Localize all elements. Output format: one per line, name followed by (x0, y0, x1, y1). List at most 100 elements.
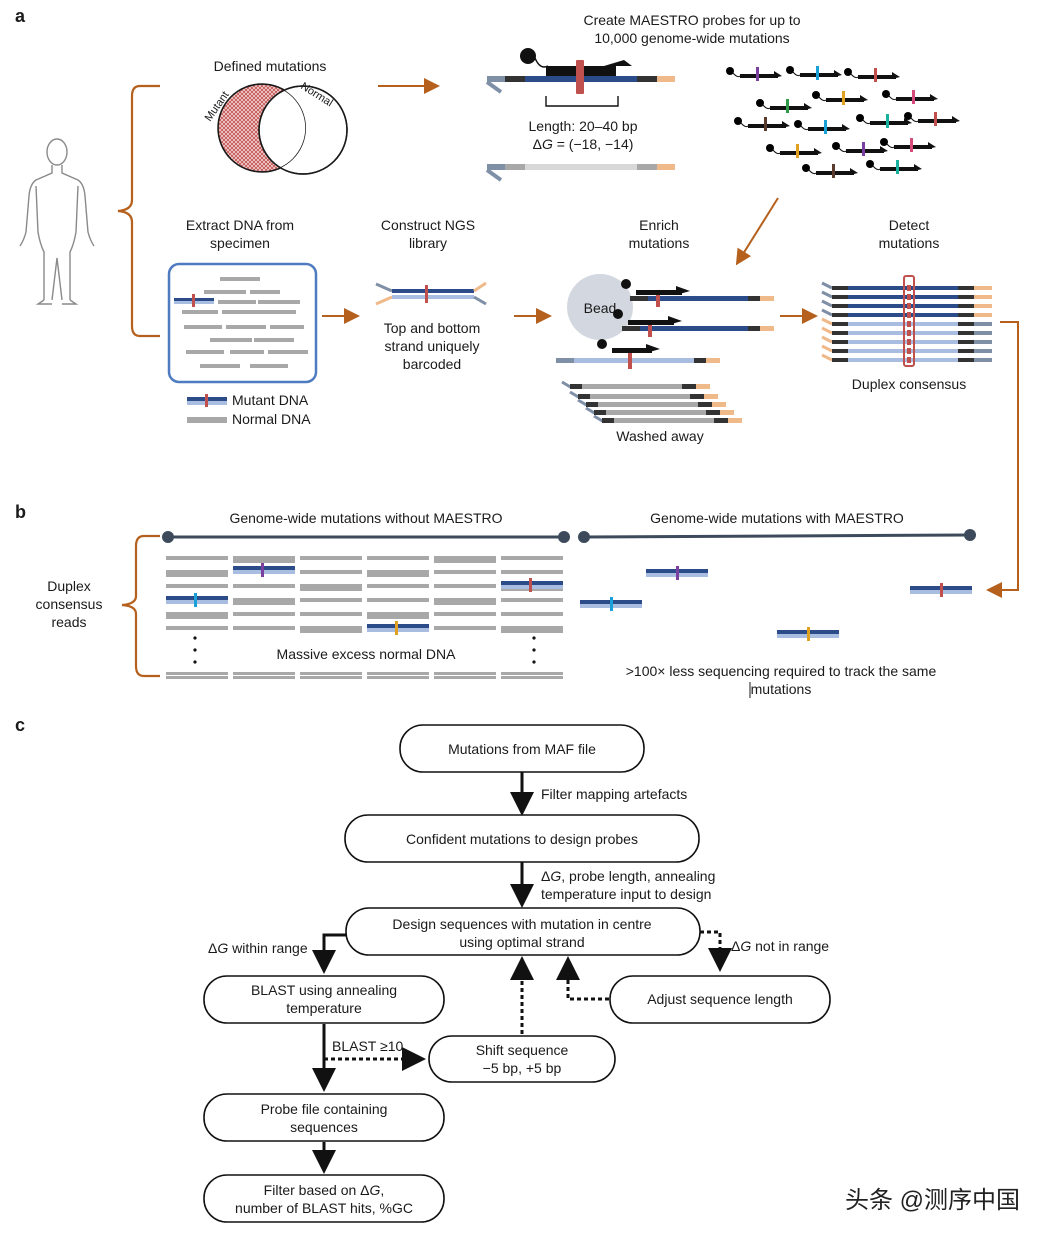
defined-mutations-label: Defined mutations (214, 58, 327, 74)
flowchart-node-design: Design sequences with mutation in centre… (345, 907, 701, 956)
normal-read (367, 612, 429, 619)
legend (187, 394, 227, 423)
probe-mutation-mark (796, 144, 799, 158)
washed-strand (561, 380, 710, 390)
cloud-probe (844, 68, 900, 82)
consensus-read (821, 308, 992, 318)
strand-mutation-mark (628, 352, 632, 369)
normal-read (233, 598, 295, 605)
normal-fragment (186, 350, 224, 354)
input-dg-italic: G (550, 868, 561, 884)
probe-mutation-mark (896, 160, 899, 174)
consensus-barcode-left (832, 358, 848, 362)
consensus-mutation-mark (907, 321, 911, 327)
edge-within-range-label: ΔG within range (208, 940, 308, 956)
specimen-fragments (174, 277, 308, 368)
node-adjust-text: Adjust sequence length (647, 991, 793, 1007)
probe-body (636, 290, 682, 295)
consensus-mutation-mark (907, 294, 911, 300)
consensus-read (821, 335, 992, 345)
bead-label: Bead (584, 300, 617, 316)
washed-away-label: Washed away (616, 428, 703, 444)
washed-barcode-right (706, 410, 720, 415)
probe-anchor (832, 142, 840, 150)
normal-read (300, 598, 362, 602)
reads-with-maestro (580, 566, 972, 641)
consensus-adapter-tail (821, 308, 833, 317)
strand-barcode (748, 326, 760, 331)
washed-strand (593, 414, 742, 424)
node-confident-text: Confident mutations to design probes (406, 831, 638, 847)
probe-anchor (786, 66, 794, 74)
duplex-consensus-label: Duplex consensus (852, 376, 966, 392)
enriched-read-mark (610, 597, 613, 611)
consensus-adapter-right (974, 322, 992, 326)
probe-dg-range: = (−18, −14) (553, 136, 634, 152)
probe-body (628, 320, 674, 325)
cloud-probe (786, 66, 842, 80)
strand-adapter-right (706, 358, 720, 363)
normal-fragment (204, 290, 246, 294)
consensus-adapter-tail (821, 281, 833, 290)
flowchart-node-maf: Mutations from MAF file (399, 724, 645, 773)
consensus-adapter-tail (821, 353, 833, 362)
probe-anchor (726, 67, 734, 75)
normal-read (434, 598, 496, 605)
notin-dg-symbol: Δ (731, 938, 740, 954)
normal-read (166, 556, 228, 560)
normal-read (434, 612, 496, 616)
specimen-dna-frame (167, 262, 318, 384)
node-final-line1: Filter based on ΔG, (264, 1182, 385, 1198)
human-figure (19, 138, 95, 305)
blast-ge-value: 10 (388, 1038, 404, 1054)
cloud-probe (904, 112, 960, 126)
specimen-bracket (117, 84, 160, 338)
enrich-title-line2: mutations (629, 235, 690, 251)
normal-read (233, 612, 295, 616)
consensus-adapter-tail (821, 326, 833, 335)
strand-mutation-mark (648, 320, 652, 337)
mutant-read-mark (529, 578, 532, 592)
normal-read (233, 672, 295, 675)
probe-tail (668, 316, 682, 325)
probe-tail (904, 118, 912, 125)
enriched-strands (556, 279, 774, 369)
strand-adapter-left (622, 326, 640, 331)
washed-barcode-left (570, 384, 582, 389)
consensus-mutation-mark (907, 339, 911, 345)
consensus-barcode-left (832, 286, 848, 290)
create-probes-title-line2: 10,000 genome-wide mutations (594, 30, 789, 46)
strand-body (574, 358, 694, 363)
consensus-read (821, 344, 992, 354)
probe-tail (774, 71, 782, 78)
washed-body (582, 384, 682, 389)
mutant-read (367, 621, 429, 635)
flowchart-node-probe-file: Probe file containing sequences (203, 1093, 445, 1142)
probe-anchor (802, 164, 810, 172)
normal-read (367, 584, 429, 588)
consensus-read (821, 317, 992, 327)
consensus-adapter-tail (821, 290, 833, 299)
ellipsis-dot (532, 648, 536, 652)
normal-fragment (222, 310, 262, 314)
consensus-adapter-right (974, 286, 992, 290)
venn-diagram (217, 83, 348, 175)
edge-blast-ge-label: BLAST ≥10 (332, 1038, 403, 1054)
consensus-barcode-right (958, 322, 974, 326)
normal-read (434, 672, 496, 675)
probe-mutation-mark (832, 164, 835, 178)
cloud-probe (734, 117, 790, 131)
panel-label-c: c (15, 715, 25, 735)
cloud-probe (726, 67, 782, 81)
ellipsis-dot (532, 636, 536, 640)
consensus-barcode-left (832, 322, 848, 326)
legend-mutant-label: Mutant DNA (232, 392, 309, 408)
washed-barcode-right (690, 394, 704, 399)
flowchart-node-shift: Shift sequence −5 bp, +5 bp (428, 1035, 616, 1083)
probe-mutation-mark (886, 114, 889, 128)
washed-adapter-right (696, 384, 710, 389)
consensus-adapter-right (974, 295, 992, 299)
node-design-line2: using optimal strand (459, 934, 584, 950)
with-maestro-title: Genome-wide mutations with MAESTRO (650, 510, 904, 526)
